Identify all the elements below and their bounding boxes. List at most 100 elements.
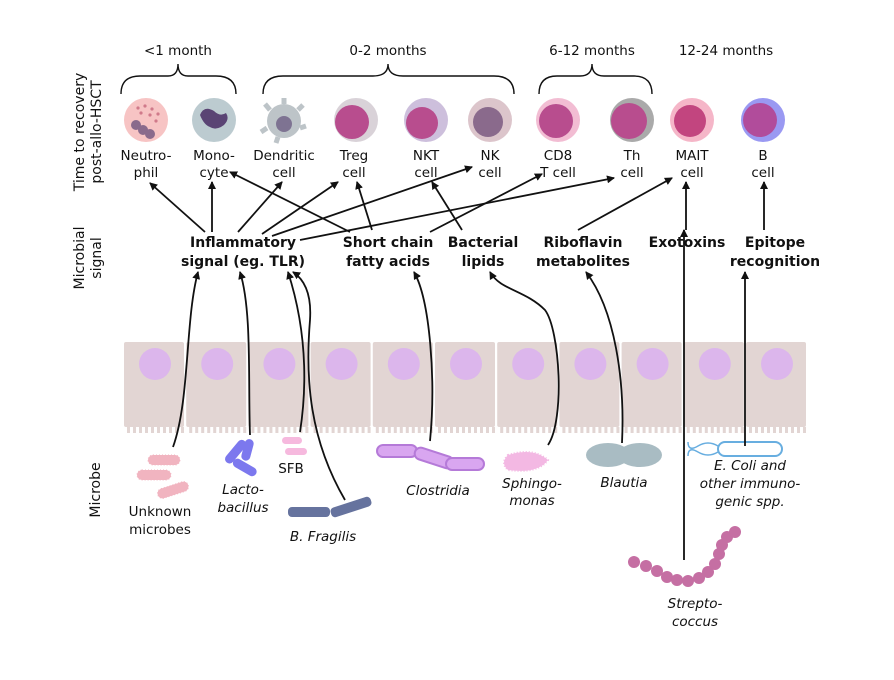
nk-cell-label-line1: NK bbox=[481, 148, 501, 164]
b-fragilis-label-line1: B. Fragilis bbox=[290, 529, 356, 545]
brace-3 bbox=[538, 63, 653, 95]
microvillus bbox=[592, 427, 596, 433]
microvillus bbox=[361, 427, 365, 433]
arrow-unknown-inflam bbox=[172, 271, 201, 448]
b-cell-icon bbox=[741, 98, 785, 142]
treg-cell-label-line2: cell bbox=[342, 165, 365, 181]
coccus bbox=[671, 574, 683, 586]
cell-nucleus bbox=[450, 348, 482, 380]
cell-nucleus bbox=[636, 348, 669, 380]
microvillus bbox=[710, 427, 714, 433]
e-coli-label-line2: other immuno- bbox=[700, 476, 801, 492]
microvillus bbox=[698, 427, 702, 433]
nkt-cell-label-line1: NKT bbox=[413, 148, 440, 164]
microvillus bbox=[610, 427, 614, 433]
cell-labels: Neutro-philMono-cyteDendriticcellTregcel… bbox=[121, 148, 775, 181]
coccus bbox=[640, 560, 652, 572]
treg-cell-icon bbox=[334, 98, 378, 142]
microvillus bbox=[654, 427, 658, 433]
microvillus bbox=[672, 427, 676, 433]
microvillus bbox=[791, 427, 794, 433]
microvillus bbox=[355, 427, 359, 433]
microvillus bbox=[189, 427, 193, 433]
time-group-1: <1 month bbox=[144, 43, 212, 59]
microvillus bbox=[728, 427, 732, 433]
arrow-sfb-inflam bbox=[286, 271, 306, 433]
microvillus bbox=[740, 427, 744, 433]
arrow-inflam-nkt bbox=[271, 165, 473, 237]
microvillus bbox=[686, 427, 690, 433]
microvillus bbox=[195, 427, 199, 433]
lactobacillus-icon bbox=[225, 439, 257, 477]
microvillus bbox=[580, 427, 584, 433]
microvillus bbox=[225, 427, 229, 433]
coccus bbox=[702, 566, 714, 578]
coccus bbox=[709, 558, 721, 570]
microvillus bbox=[417, 427, 421, 433]
microvillus bbox=[562, 427, 566, 433]
signal-3-label-line1: Riboflavin bbox=[544, 235, 623, 251]
microvillus bbox=[722, 427, 726, 433]
axis-label-microbe: Microbe bbox=[88, 462, 104, 517]
microvillus bbox=[660, 427, 664, 433]
coccus bbox=[693, 572, 705, 584]
axis-label-time: Time to recovery post-allo-HSCT bbox=[72, 73, 105, 192]
microvillus bbox=[749, 427, 752, 433]
lactobacillus-label-line1: Lacto- bbox=[222, 482, 264, 498]
microvillus bbox=[381, 427, 385, 433]
microvillus bbox=[755, 427, 758, 433]
monocyte-label-line1: Mono- bbox=[193, 148, 235, 164]
arrow-lipids-cd8 bbox=[429, 173, 543, 233]
coccus bbox=[651, 565, 663, 577]
microvillus bbox=[343, 427, 347, 433]
blautia-label-line1: Blautia bbox=[600, 475, 647, 491]
cell-nucleus bbox=[387, 348, 420, 380]
microvillus bbox=[734, 427, 738, 433]
microvillus bbox=[462, 427, 465, 433]
microvillus bbox=[518, 427, 522, 433]
axis-label-signal: Microbial signal bbox=[72, 227, 105, 290]
signal-1-label-line1: Short chain bbox=[343, 235, 434, 251]
signal-0-label-line2: signal (eg. TLR) bbox=[181, 254, 305, 270]
neutrophil-icon bbox=[124, 98, 168, 142]
arrow-inflam-th bbox=[299, 175, 615, 241]
microvillus bbox=[648, 427, 652, 433]
microvillus bbox=[423, 427, 427, 433]
arrow-inflam-neutrophil bbox=[149, 182, 206, 233]
signal-3-label-line2: metabolites bbox=[536, 254, 630, 270]
microvillus bbox=[251, 427, 255, 433]
dendritic-cell-label-line2: cell bbox=[272, 165, 295, 181]
arrow-lipids-nkt bbox=[431, 181, 463, 231]
microvillus bbox=[486, 427, 489, 433]
axis-label-signal-line2: signal bbox=[89, 237, 105, 278]
microvillus bbox=[474, 427, 477, 433]
microvillus bbox=[331, 427, 335, 433]
signal-to-cell-arrows bbox=[149, 165, 768, 241]
b-cell-label-line1: B bbox=[758, 148, 767, 164]
unknown-microbes-icon bbox=[136, 454, 189, 499]
microvillus bbox=[293, 427, 297, 433]
microvillus bbox=[586, 427, 590, 433]
microbe-to-signal-arrows bbox=[172, 229, 749, 560]
microvillus bbox=[624, 427, 628, 433]
microvillus bbox=[524, 427, 528, 433]
arrow-scfa-monocyte bbox=[229, 171, 351, 233]
cd8-t-cell-label-line2: T cell bbox=[539, 165, 576, 181]
microvillus bbox=[797, 427, 800, 433]
microvillus bbox=[175, 427, 178, 433]
microvillus bbox=[450, 427, 453, 433]
axis-label-time-line1: Time to recovery bbox=[72, 73, 88, 192]
mait-cell-label-line1: MAIT bbox=[675, 148, 709, 164]
arrow-scfa-treg bbox=[355, 181, 373, 231]
microvillus bbox=[367, 427, 371, 433]
microvillus bbox=[313, 427, 317, 433]
mait-cell-label-line2: cell bbox=[680, 165, 703, 181]
microvillus bbox=[554, 427, 558, 433]
cell-nucleus bbox=[512, 348, 545, 380]
microvillus bbox=[803, 427, 806, 433]
signal-4-label-line1: Exotoxins bbox=[649, 235, 726, 251]
microvillus bbox=[598, 427, 602, 433]
arrow-bfragilis-inflam bbox=[292, 271, 346, 501]
signal-0-label-line1: Inflammatory bbox=[190, 235, 296, 251]
microvillus bbox=[704, 427, 708, 433]
